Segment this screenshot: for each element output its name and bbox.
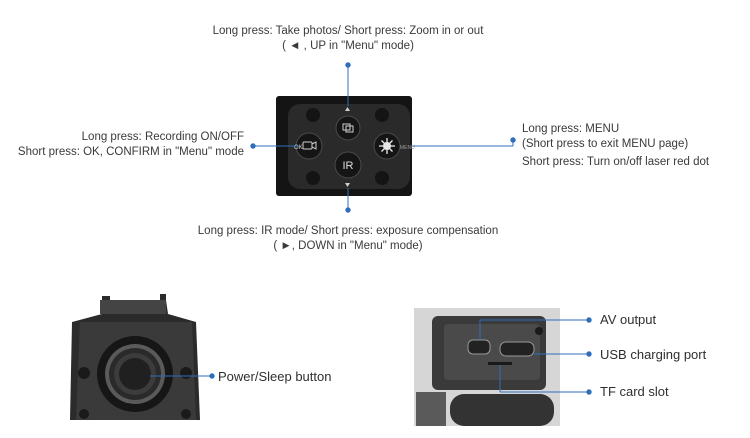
top-label-line1: Long press: Take photos/ Short press: Zo… (212, 25, 484, 37)
photo-zoom-button[interactable] (335, 107, 361, 141)
top-label: Long press: Take photos/ Short press: Zo… (198, 24, 498, 54)
control-panel (276, 96, 412, 196)
corner-dot (375, 171, 389, 185)
usb-port[interactable] (499, 341, 535, 357)
corner-dot (306, 108, 320, 122)
callout-line-power (150, 373, 215, 379)
right-label-line2: (Short press to exit MENU page) (522, 138, 689, 150)
bottom-label: Long press: IR mode/ Short press: exposu… (178, 224, 518, 254)
bottom-label-line1: Long press: IR mode/ Short press: exposu… (197, 225, 499, 237)
down-arrow-icon (345, 183, 350, 187)
power-device-view (70, 294, 200, 420)
corner-dot (375, 108, 389, 122)
top-label-line2: ( ◄ , UP in "Menu" mode) (282, 40, 414, 52)
ir-button[interactable]: IR (334, 151, 362, 187)
right-label-line3: Short press: Turn on/off laser red dot (522, 156, 710, 168)
screw-hole (180, 367, 192, 379)
right-label: Long press: MENU (Short press to exit ME… (522, 122, 709, 170)
bottom-label-line2: ( ►, DOWN in "Menu" mode) (273, 240, 423, 252)
callout-lines-ports (479, 317, 592, 395)
tf-card-label: TF card slot (600, 384, 669, 399)
left-label-line1: Long press: Recording ON/OFF (81, 131, 244, 143)
up-arrow-icon (345, 107, 350, 111)
power-button[interactable] (119, 358, 151, 390)
right-label-line1: Long press: MENU (522, 123, 620, 135)
left-label: Long press: Recording ON/OFF Short press… (18, 130, 244, 160)
record-ok-button[interactable]: OK (294, 132, 323, 160)
tf-card-slot[interactable] (488, 362, 512, 365)
callout-lines-top (250, 62, 516, 213)
power-sleep-label: Power/Sleep button (218, 369, 332, 384)
menu-side-text: MENU (400, 145, 415, 151)
usb-charging-label: USB charging port (600, 347, 707, 362)
av-port[interactable] (467, 339, 491, 355)
av-output-label: AV output (600, 312, 657, 327)
menu-laser-button[interactable]: MENU (373, 132, 415, 160)
ir-button-text: IR (343, 160, 354, 172)
svg-text:OK: OK (294, 145, 303, 151)
ports-device-view (414, 308, 560, 426)
screw-hole (78, 367, 90, 379)
corner-dot (306, 171, 320, 185)
left-label-line2: Short press: OK, CONFIRM in "Menu" mode (17, 146, 244, 158)
